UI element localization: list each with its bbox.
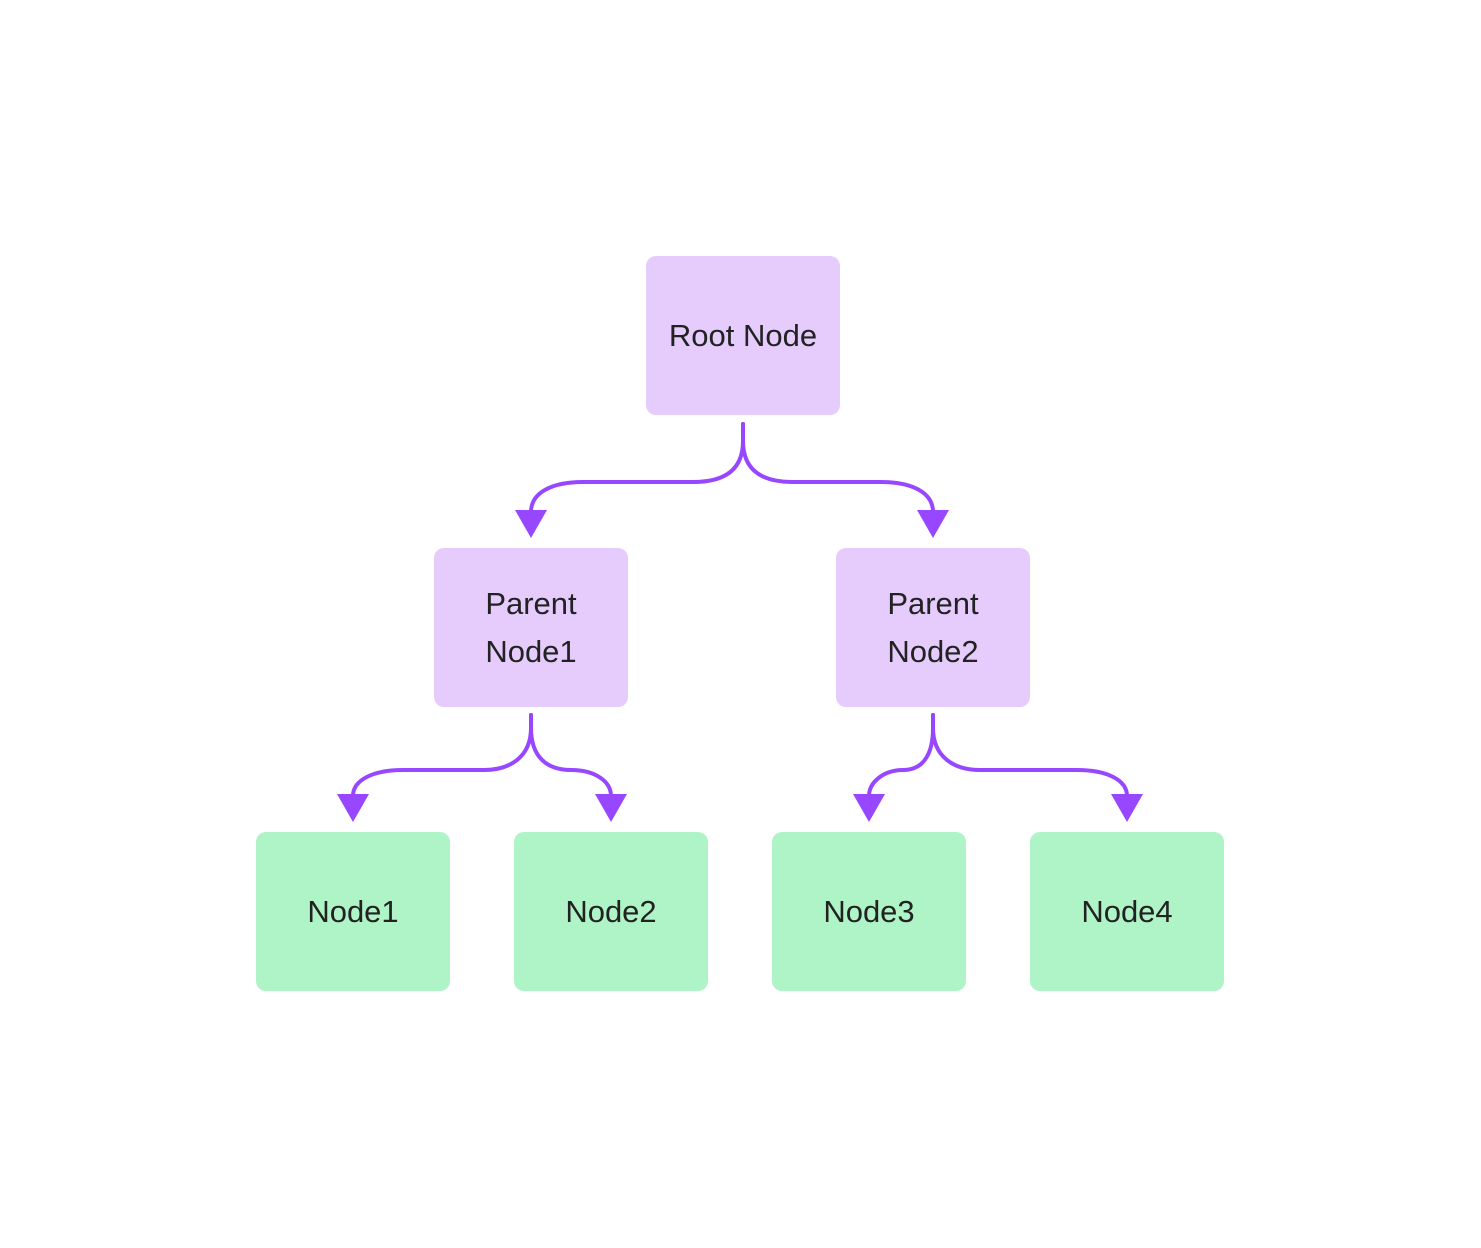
leaf-node-2[interactable]: Node2 [514, 832, 708, 991]
edge-parent2-to-leaf3 [853, 713, 935, 822]
parent-node-1[interactable]: Parent Node1 [434, 548, 628, 707]
edge-line [351, 713, 533, 798]
arrowhead-icon [853, 794, 885, 822]
edge-root-to-parent2 [741, 422, 949, 538]
leaf-node-1[interactable]: Node1 [256, 832, 450, 991]
parent-node-2-label: Parent Node2 [887, 585, 979, 669]
edge-line [867, 713, 935, 798]
arrowhead-icon [917, 510, 949, 538]
edge-line [931, 713, 1129, 798]
arrowhead-icon [1111, 794, 1143, 822]
edge-parent1-to-leaf1 [337, 713, 533, 822]
edge-line [529, 422, 745, 514]
edge-parent1-to-leaf2 [529, 713, 627, 822]
leaf-node-4[interactable]: Node4 [1030, 832, 1224, 991]
parent-node-1-label: Parent Node1 [485, 585, 577, 669]
leaf-node-4-label: Node4 [1081, 893, 1173, 929]
leaf-node-2-label: Node2 [565, 893, 657, 929]
edge-line [741, 422, 935, 514]
edge-line [529, 713, 613, 798]
leaf-node-3-label: Node3 [823, 893, 915, 929]
leaf-node-1-label: Node1 [307, 893, 399, 929]
parent-node-2[interactable]: Parent Node2 [836, 548, 1030, 707]
arrowhead-icon [337, 794, 369, 822]
leaf-node-3[interactable]: Node3 [772, 832, 966, 991]
root-node-label: Root Node [668, 317, 818, 353]
arrowhead-icon [595, 794, 627, 822]
root-node[interactable]: Root Node [646, 256, 840, 415]
edge-parent2-to-leaf4 [931, 713, 1143, 822]
edge-root-to-parent1 [515, 422, 745, 538]
arrowhead-icon [515, 510, 547, 538]
